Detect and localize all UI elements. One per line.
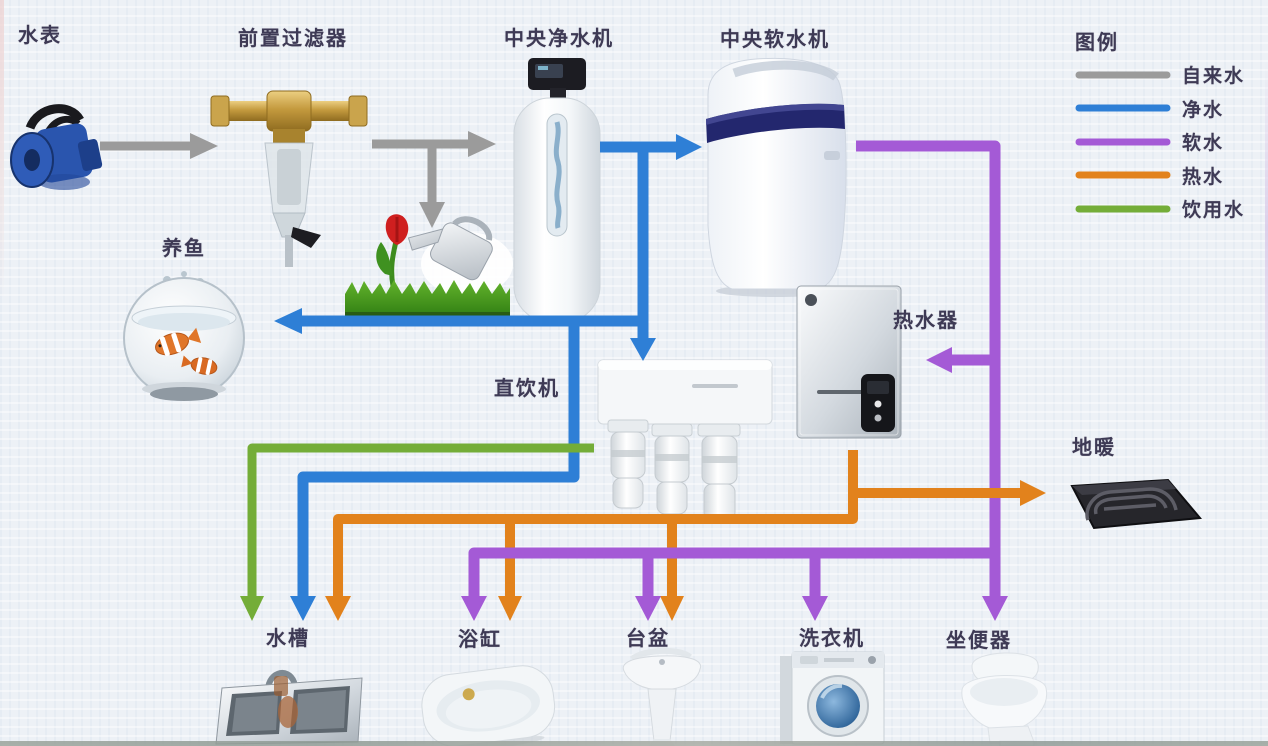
pipes-soft-water [461,140,1008,621]
direct-drink-machine-image [597,359,773,521]
legend-swatch-drinking-water [1075,205,1171,213]
pedestal-basin-image [622,647,702,746]
legend-label-soft-water: 软水 [1182,132,1225,155]
photo-edge-right [1265,60,1268,480]
water-heater-image [796,285,902,439]
label-bathtub: 浴缸 [458,627,502,651]
legend-row-drinking-water: 饮用水 [1075,192,1245,226]
label-sink: 水槽 [266,626,310,650]
label-washing-machine: 洗衣机 [799,626,865,650]
legend-row-tap-water: 自来水 [1075,58,1245,92]
water-meter-image [10,104,103,190]
label-toilet: 坐便器 [946,628,1012,652]
pipes-purified-water [274,134,702,621]
legend: 图例 自来水 净水 软水 热水 [1075,26,1245,226]
legend-row-purified-water: 净水 [1075,92,1245,126]
fish-bowl-image [123,271,245,401]
legend-label-purified-water: 净水 [1182,98,1225,121]
label-water-heater: 热水器 [893,308,959,332]
photo-edge-bottom [0,741,1268,746]
legend-row-soft-water: 软水 [1075,125,1245,159]
label-basin: 台盆 [626,626,670,650]
pre-filter-image [210,90,368,267]
central-softener-image [706,57,847,297]
legend-swatch-soft-water [1075,138,1171,146]
legend-swatch-purified-water [1075,104,1171,112]
legend-swatch-tap-water [1075,71,1171,79]
label-central-softener: 中央软水机 [720,27,830,51]
pipes-hot-water-main [325,450,1046,621]
legend-row-hot-water: 热水 [1075,159,1245,193]
legend-label-drinking-water: 饮用水 [1182,199,1246,222]
legend-title: 图例 [1075,30,1119,54]
label-central-purifier: 中央净水机 [504,26,614,50]
label-floor-heating: 地暖 [1072,435,1116,459]
floor-heating-image [1070,478,1202,530]
legend-label-hot-water: 热水 [1182,165,1225,188]
pipes-tap-water [100,131,496,228]
label-water-meter: 水表 [18,23,62,47]
bathtub-image [421,665,556,746]
washing-machine-image [780,651,885,745]
garden-watering-image [345,214,513,318]
pipes-drinking-water [240,443,594,621]
legend-label-tap-water: 自来水 [1182,65,1246,88]
toilet-image [961,652,1048,746]
label-fish: 养鱼 [162,236,206,260]
label-direct-drink: 直饮机 [494,376,560,400]
sink-image [215,670,363,745]
photo-edge-left [0,0,4,300]
label-pre-filter: 前置过滤器 [238,26,348,50]
legend-swatch-hot-water [1075,171,1171,179]
central-purifier-image [513,58,601,323]
